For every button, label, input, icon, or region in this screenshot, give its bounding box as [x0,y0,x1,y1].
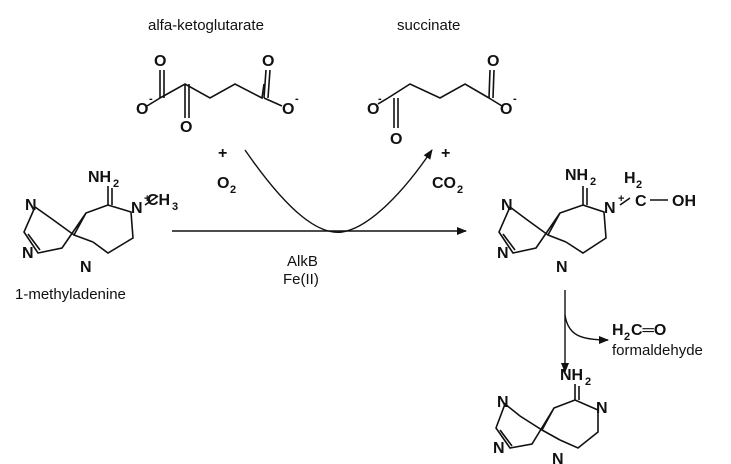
int-n7: N [501,197,513,214]
sub-ch3-subscript: 3 [172,201,178,213]
succ-o2: O [487,53,499,70]
plus-co2: + [441,145,450,162]
akg-o2: O [262,53,274,70]
int-oh: OH [672,193,696,210]
int-carbon: C [635,193,647,210]
sub-n3: N [80,259,92,276]
o2-subscript: 2 [230,184,236,196]
succ-charge1: - [378,93,382,105]
product-n7: N [497,394,509,411]
int-n9: N [497,245,509,262]
adenine-structure: NH 2 N N N N [493,367,608,464]
product-n3: N [552,451,564,464]
int-h2-subscript: 2 [636,179,642,191]
akg-structure: O O O O - O - [136,53,299,136]
akg-charge1: - [149,93,153,105]
akg-o-minus1: O [136,101,148,118]
co2-label: CO [432,175,456,192]
formaldehyde-release-arrow [564,314,609,344]
sub-nh2-subscript: 2 [113,178,119,190]
akg-o-minus2: O [282,101,294,118]
o2-label: O [217,175,229,192]
product-nh2-subscript: 2 [585,376,591,388]
substrate-name: 1-methyladenine [15,286,126,303]
int-nh2-subscript: 2 [590,176,596,188]
intermediate-structure: NH 2 N + H 2 C OH N N N [497,167,696,276]
int-charge: + [618,193,624,205]
akg-charge2: - [295,93,299,105]
int-n3: N [556,259,568,276]
cosubstrate-arrow [244,149,433,233]
akg-label: alfa-ketoglutarate [148,17,264,34]
formaldehyde-h: H [612,322,624,339]
int-nh2: NH [565,167,588,184]
succ-o-minus2: O [500,101,512,118]
sub-charge: + [144,193,150,205]
sub-n7: N [25,197,37,214]
int-h2: H [624,170,636,187]
formaldehyde-subscript: 2 [624,331,630,343]
product-n1: N [596,400,608,417]
akg-o-keto: O [180,119,192,136]
akg-o1: O [154,53,166,70]
formaldehyde-formula: C═O [631,322,666,339]
sub-nh2: NH [88,169,111,186]
enzyme-cofactor: Fe(II) [283,271,319,288]
succinate-structure: O - O O O - [367,53,517,148]
sub-n1: N [131,200,143,217]
succ-o-minus1: O [367,101,379,118]
methyladenine-structure: NH 2 N + CH 3 N N N [22,169,178,276]
succ-o1: O [390,131,402,148]
succinate-label: succinate [397,17,460,34]
co2-subscript: 2 [457,184,463,196]
plus-o2: + [218,145,227,162]
enzyme-name: AlkB [287,253,318,270]
sub-ch3: CH [147,192,170,209]
product-nh2: NH [560,367,583,384]
product-n9: N [493,440,505,457]
formaldehyde-name: formaldehyde [612,342,703,359]
sub-n9: N [22,245,34,262]
int-n1: N [604,200,616,217]
succ-charge2: - [513,93,517,105]
